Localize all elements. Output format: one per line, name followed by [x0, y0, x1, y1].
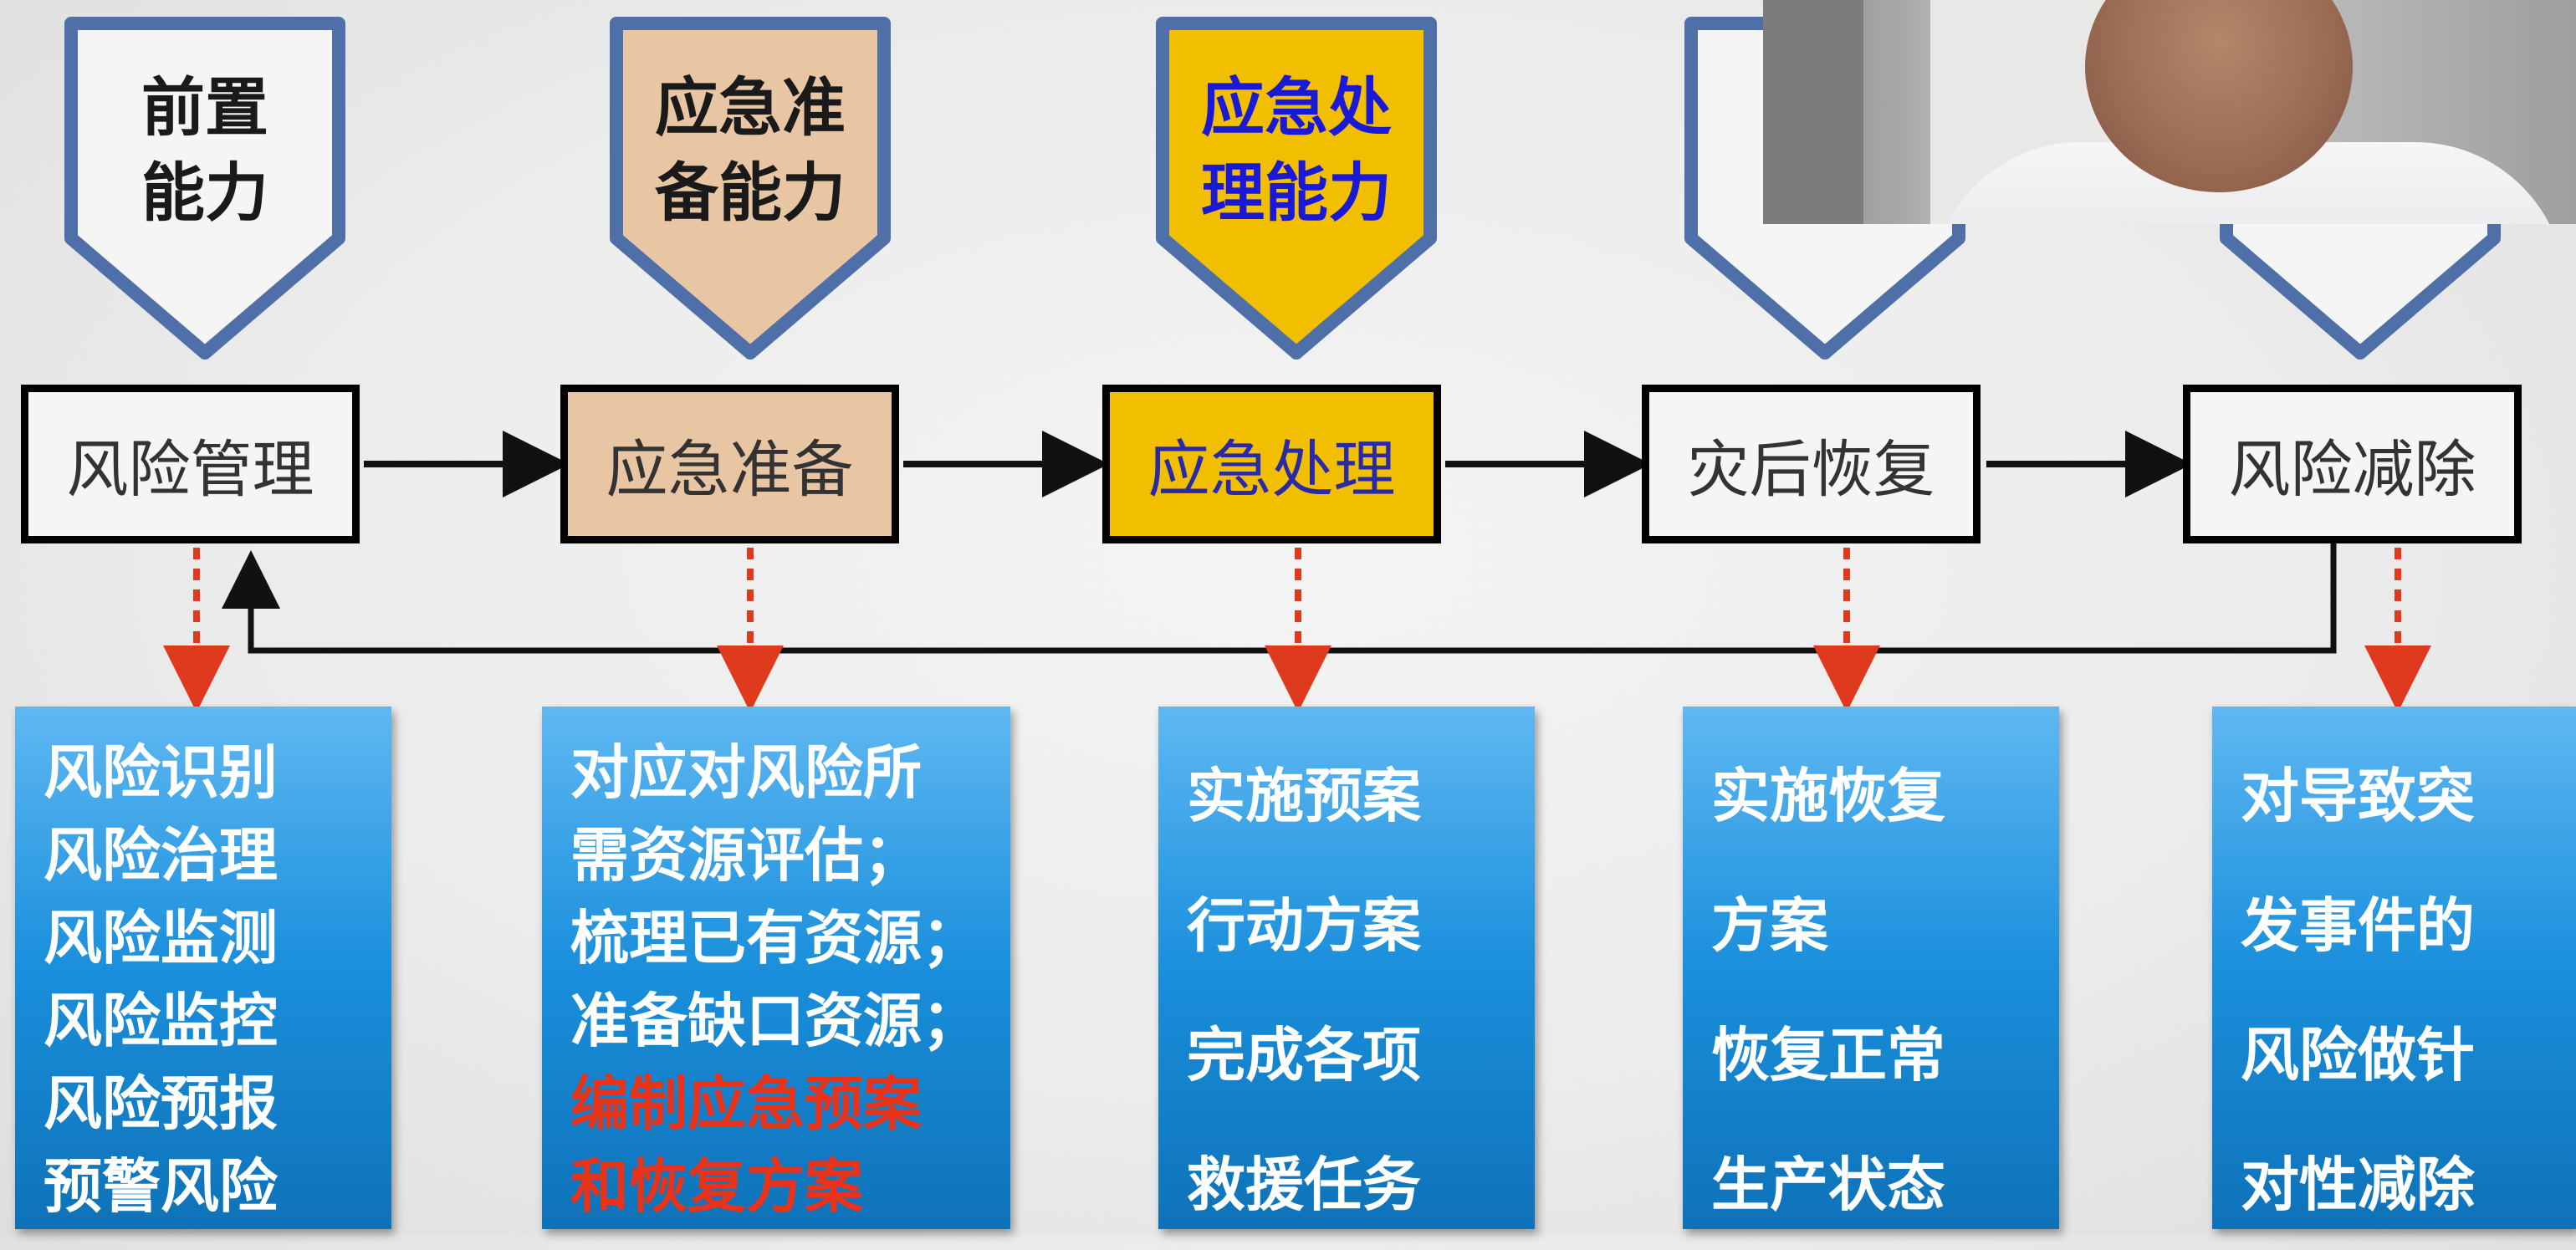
detail-line: 对导致突	[2241, 762, 2475, 830]
stage-label: 风险管理	[66, 433, 314, 506]
stage-emergency-handling: 应急处理	[1102, 385, 1441, 543]
detail-line: 需资源评估；	[570, 821, 922, 890]
detail-line: 方案	[1711, 891, 1828, 960]
presenter-head	[2085, 0, 2353, 192]
detail-line: 编制应急预案	[570, 1069, 922, 1138]
detail-line: 发事件的	[2241, 891, 2475, 960]
detail-line: 对应对风险所	[570, 738, 922, 807]
detail-emergency-handling: 实施预案行动方案完成各项救援任务	[1158, 707, 1535, 1229]
detail-line: 风险识别	[43, 738, 278, 807]
detail-line: 完成各项	[1187, 1021, 1421, 1089]
stage-risk-management: 风险管理	[21, 385, 360, 543]
detail-line: 救援任务	[1187, 1151, 1421, 1219]
detail-line: 行动方案	[1187, 891, 1421, 960]
detail-line: 风险做针	[2241, 1021, 2475, 1089]
detail-line: 梳理已有资源；	[570, 904, 980, 972]
banner-front-capability: 前置 能力	[63, 17, 347, 360]
detail-risk-management: 风险识别风险治理风险监测风险监控风险预报预警风险	[15, 707, 391, 1229]
detail-line: 实施预案	[1187, 762, 1421, 830]
detail-emergency-prep: 对应对风险所需资源评估； 梳理已有资源； 准备缺口资源； 编制应急预案和恢复方案	[542, 707, 1010, 1229]
detail-line: 风险监测	[43, 904, 278, 972]
stage-risk-reduction: 风险减除	[2183, 385, 2522, 543]
banner-label: 应急准 备能力	[655, 70, 846, 230]
banner-prep-capability: 应急准 备能力	[608, 17, 892, 360]
detail-line: 对性减除	[2241, 1151, 2475, 1219]
stage-post-disaster-recovery: 灾后恢复	[1642, 385, 1981, 543]
webcam-background-door	[1763, 0, 1863, 224]
presenter-webcam-overlay	[1763, 0, 2576, 224]
banner-label: 前置 能力	[141, 70, 268, 230]
detail-line: 恢复正常	[1711, 1021, 1945, 1089]
stage-label: 风险减除	[2228, 433, 2476, 506]
stage-label: 应急处理	[1147, 433, 1396, 506]
detail-post-disaster-recovery: 实施恢复方案恢复正常生产状态	[1683, 707, 2059, 1229]
detail-risk-reduction: 对导致突发事件的风险做针对性减除	[2212, 707, 2576, 1229]
detail-line: 风险监控	[43, 987, 278, 1055]
stage-label: 灾后恢复	[1687, 433, 1935, 506]
feedback-loop-arrow	[222, 543, 2337, 654]
banner-handling-capability: 应急处 理能力	[1154, 17, 1439, 360]
detail-line: 风险治理	[43, 821, 278, 890]
stage-emergency-prep: 应急准备	[560, 385, 899, 543]
detail-line: 生产状态	[1711, 1151, 1945, 1219]
detail-line: 实施恢复	[1711, 762, 1945, 830]
banner-label: 应急处 理能力	[1201, 70, 1392, 230]
detail-line: 和恢复方案	[570, 1152, 863, 1221]
stage-label: 应急准备	[606, 433, 854, 506]
detail-line: 预警风险	[43, 1152, 278, 1221]
detail-line: 风险预报	[43, 1069, 278, 1138]
detail-line: 准备缺口资源；	[570, 987, 980, 1055]
